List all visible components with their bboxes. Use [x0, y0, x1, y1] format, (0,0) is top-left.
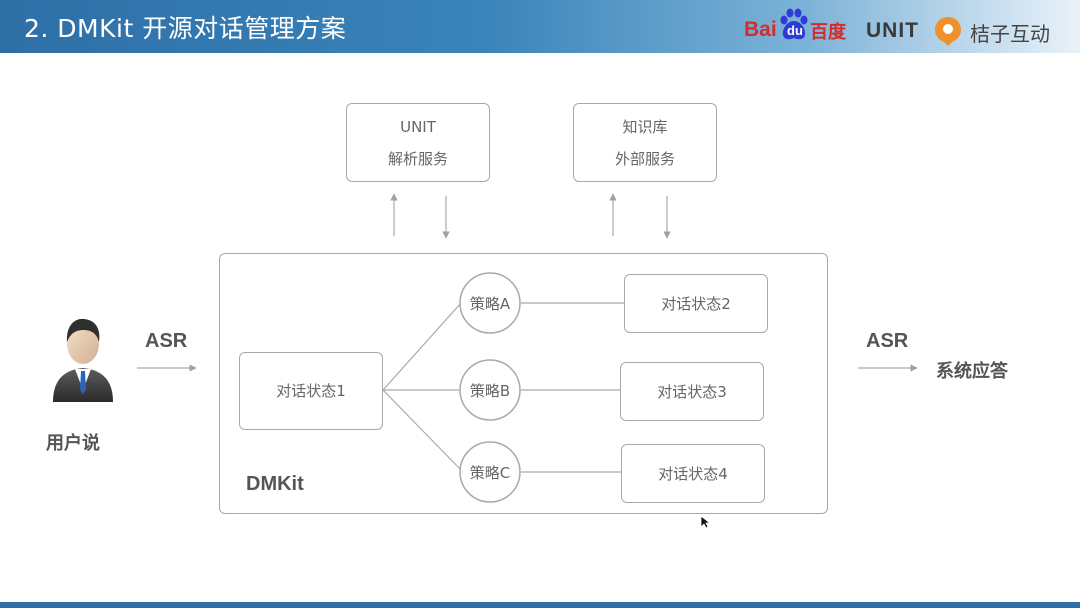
dialog-state-2-label: 对话状态2	[661, 294, 731, 313]
knowledge-service-line2: 外部服务	[614, 149, 675, 168]
edge-start-strategy-a	[382, 302, 462, 391]
system-response-label: 系统应答	[936, 361, 1008, 382]
strategy-node-a	[459, 272, 521, 334]
dialog-state-4: 对话状态4	[621, 444, 765, 503]
strategy-node-b	[459, 359, 521, 421]
baidu-logo-cn: 百度	[810, 22, 846, 43]
unit-logo: UNIT	[866, 19, 919, 42]
unit-service-box: UNIT 解析服务	[346, 103, 490, 182]
dialog-state-3-label: 对话状态3	[657, 382, 727, 401]
user-avatar-icon	[53, 318, 113, 402]
input-asr-label: ASR	[145, 330, 188, 352]
knowledge-service-box: 知识库 外部服务	[573, 103, 717, 182]
juzi-logo-text: 桔子互动	[970, 22, 1050, 46]
knowledge-service-line1: 知识库	[622, 117, 668, 136]
strategy-c-label: 策略C	[469, 464, 511, 482]
dmkit-container	[219, 253, 828, 514]
juzi-logo-icon	[935, 17, 961, 46]
user-says-label: 用户说	[46, 433, 100, 454]
dialog-state-3: 对话状态3	[620, 362, 764, 421]
output-asr-label: ASR	[866, 330, 909, 352]
slide-title: 2. DMKit 开源对话管理方案	[24, 14, 347, 43]
unit-service-line1: UNIT	[400, 117, 436, 136]
baidu-paw-icon	[780, 8, 808, 40]
dialog-state-1-label: 对话状态1	[276, 382, 346, 400]
dmkit-label: DMKit	[246, 473, 304, 495]
strategy-a-label: 策略A	[469, 295, 511, 313]
edge-start-strategy-c	[382, 389, 462, 471]
unit-service-line2: 解析服务	[387, 149, 448, 168]
header-bar: 2. DMKit 开源对话管理方案 Bai du 百度 UNIT 桔子互动	[0, 0, 1080, 53]
strategy-b-label: 策略B	[469, 382, 511, 400]
footer-bar	[0, 602, 1080, 608]
dialog-state-1: 对话状态1	[239, 352, 383, 430]
mouse-cursor-icon	[700, 515, 710, 529]
dialog-state-2: 对话状态2	[624, 274, 768, 333]
strategy-node-c	[459, 441, 521, 503]
baidu-paw-text: du	[787, 23, 803, 38]
baidu-logo-prefix: Bai	[744, 18, 777, 41]
dialog-state-4-label: 对话状态4	[658, 464, 728, 483]
